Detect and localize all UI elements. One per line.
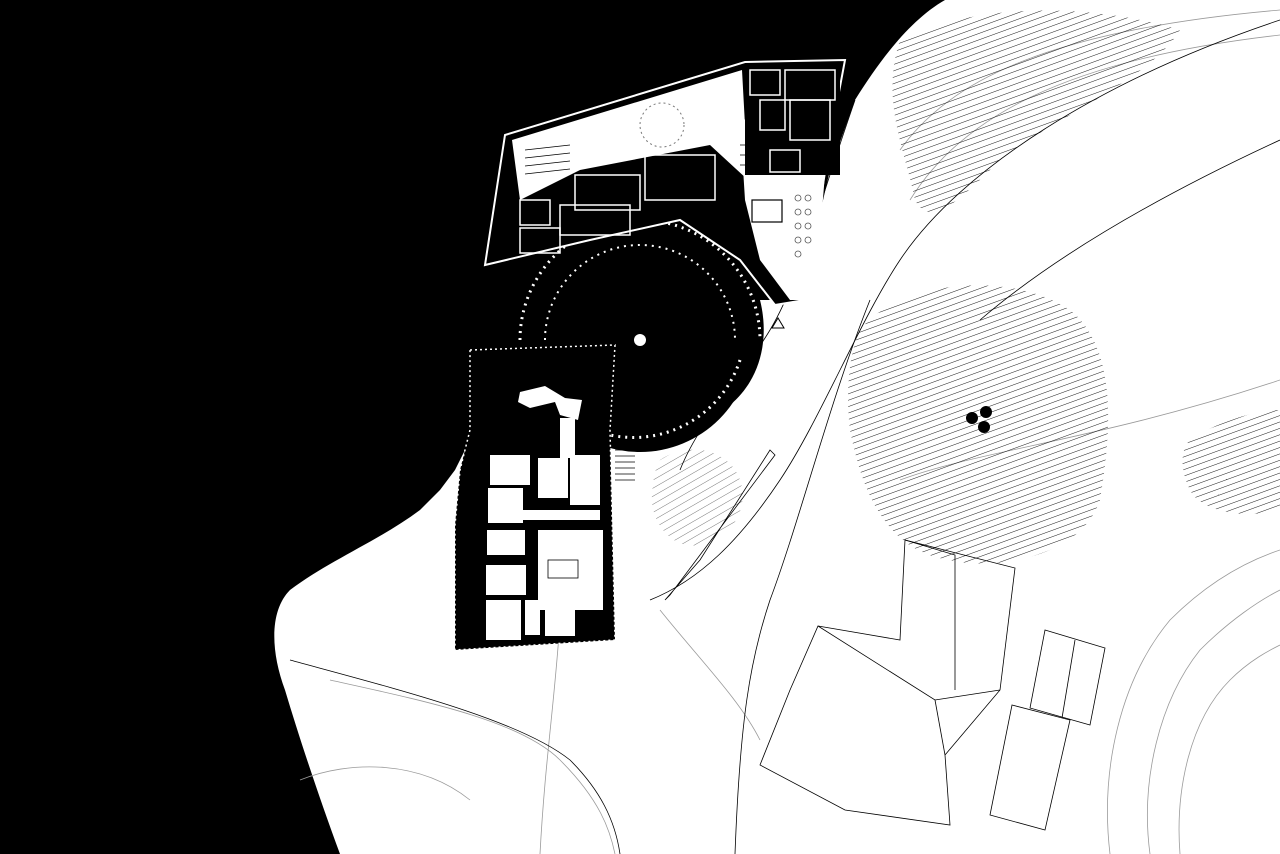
north-marker xyxy=(771,317,785,329)
upper-rooms xyxy=(519,69,836,254)
tree-cluster xyxy=(966,406,992,433)
center-point xyxy=(634,334,646,346)
neighbour-houses xyxy=(759,539,1106,831)
exterior-stair xyxy=(615,449,635,481)
historic-building-lower xyxy=(454,344,616,651)
lower-rooms xyxy=(486,386,603,640)
terrace-seating xyxy=(794,194,812,258)
tree-canopy-hatched xyxy=(651,10,1280,564)
main-building-upper xyxy=(483,58,847,307)
